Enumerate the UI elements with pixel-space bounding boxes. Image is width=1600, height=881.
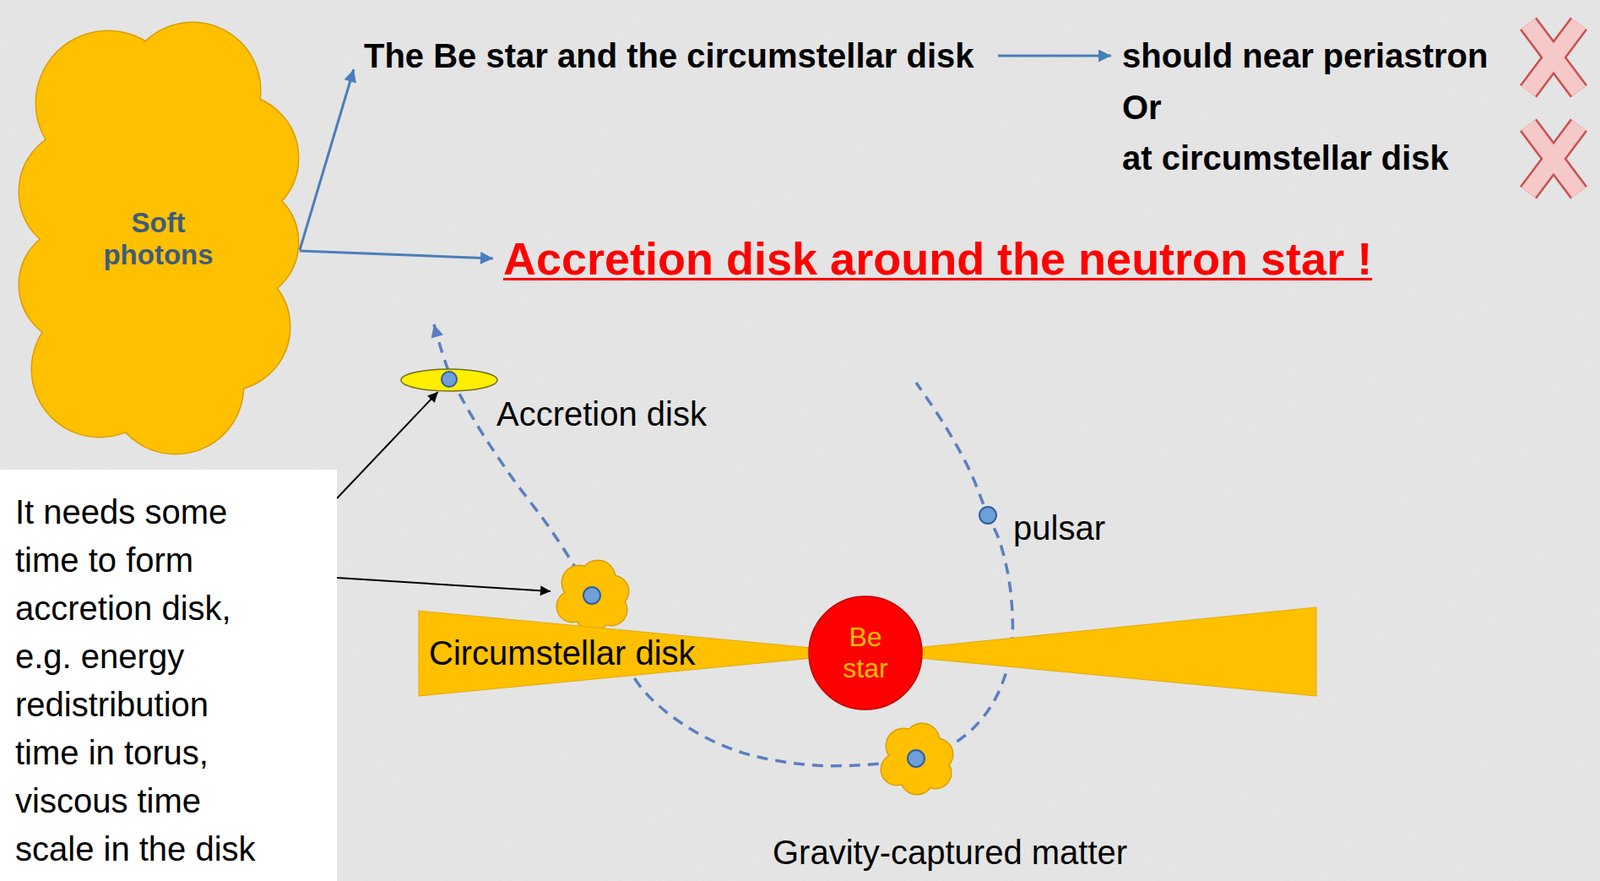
leader-arrow [336,391,439,499]
statement-text: The Be star and the circumstellar disk [363,36,974,76]
shape-outline [400,368,499,392]
cross-outline [1528,23,1579,92]
option-text: Or [1122,87,1162,127]
cloud-label: Soft photons [95,206,223,272]
label-anchor: Circumstellar disk [428,633,696,673]
star-label: Be star [831,621,900,684]
pointer-arrow [299,69,354,250]
leader-arrow [336,577,551,592]
photon-cloud: Soft photons [15,22,302,455]
disk-wedge [418,610,866,696]
disk-label: Circumstellar disk [428,633,696,673]
accretion-disk: Accretion disk [400,368,499,392]
label-anchor: The Be star and the circumstellar disk [363,36,974,76]
matter-cloud [557,560,629,631]
cloud-lobe [892,734,940,782]
body-label: pulsar [1013,508,1106,548]
label-anchor: Gravity-captured matter [772,832,1128,872]
note-text: It needs some time to form accretion dis… [15,488,269,874]
cross-mark [1528,124,1579,193]
body-dot [979,506,997,524]
cloud-lobe [568,571,616,619]
captured-matter [557,560,629,631]
body-dot [907,749,925,767]
body-dot [441,371,457,387]
conclusion-text: Accretion disk around the neutron star ! [503,232,1373,285]
pointer-arrows [299,55,1112,259]
cloud-lobe [568,571,616,619]
matter-cloud [881,723,953,794]
label-anchor: pulsar [1013,508,1106,548]
be-star: Be star [808,595,923,711]
cross-fill [1528,124,1579,193]
cross-outline [1528,124,1579,193]
label-anchor: at circumstellar disk [1122,138,1449,178]
star-disc [808,596,923,710]
note-box: It needs some time to form accretion dis… [0,469,337,881]
cloud-lobe [57,136,261,340]
cloud-shape [19,22,299,454]
cloud-lobe [108,318,244,454]
label-anchor: Accretion disk [496,394,707,434]
option-text: at circumstellar disk [1122,138,1449,178]
body-dot [583,586,601,604]
disk-ellipse [401,368,498,391]
cloud-lobe [108,318,244,454]
cross-mark [1528,23,1579,92]
label-anchor: Accretion disk around the neutron star ! [503,232,1373,285]
cross-outline [1528,124,1579,193]
pointer-arrow [299,250,494,259]
body-label: Gravity-captured matter [772,832,1128,872]
cross-fill [1528,124,1579,193]
option-text: should near periastron [1122,36,1488,76]
disk-label: Accretion disk [496,394,707,434]
orbit-path [433,324,1013,766]
cloud-lobe [57,136,261,340]
label-anchor: should near periastron [1122,36,1488,76]
disk-wedge [865,607,1317,696]
cloud-lobe [892,734,940,782]
cross-fill [1528,23,1579,92]
label-anchor: Or [1122,87,1162,127]
cross-fill [1528,23,1579,92]
cross-outline [1528,23,1579,92]
captured-matter [881,723,953,794]
pointer-arrow [997,54,1112,58]
